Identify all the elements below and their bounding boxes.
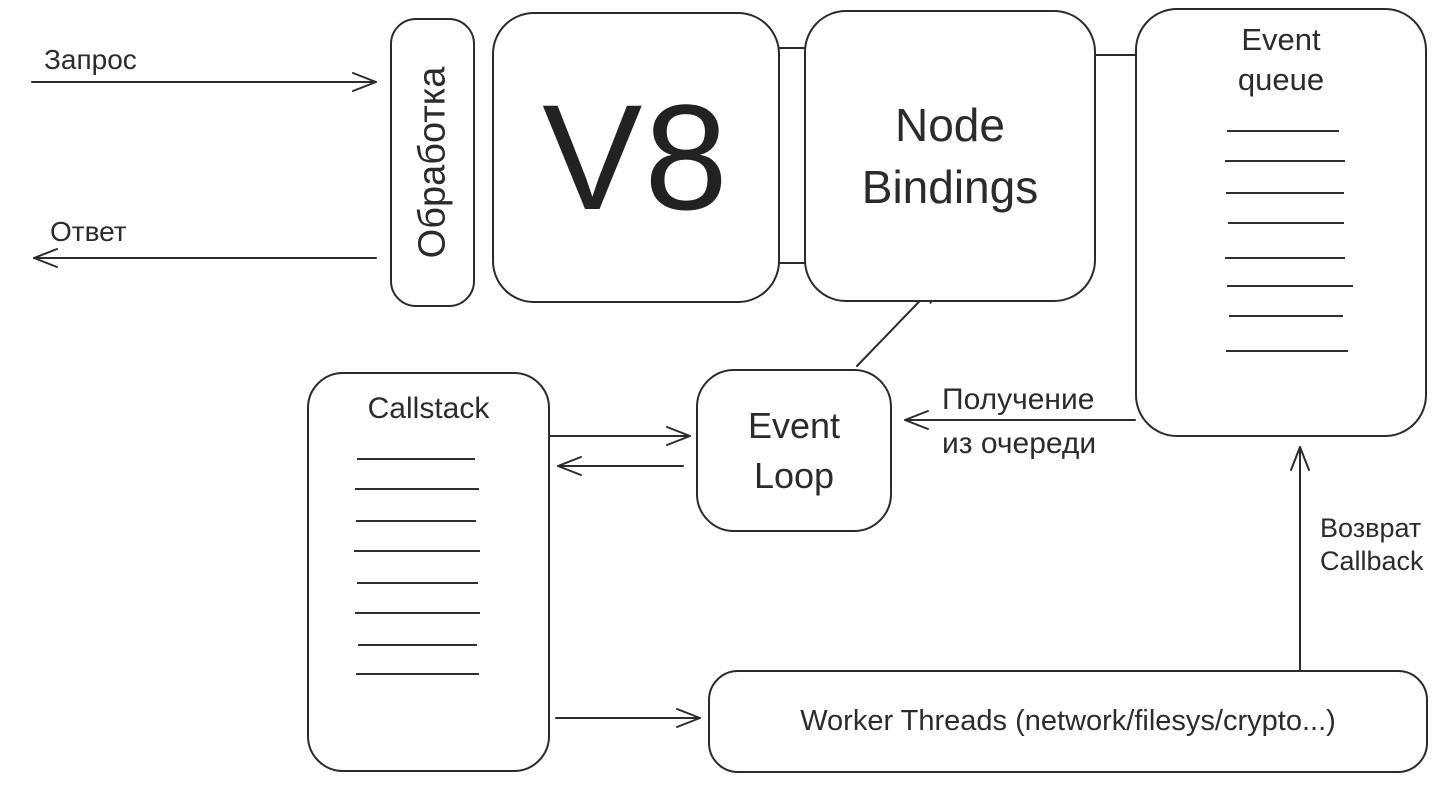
- callstack-label: Callstack: [367, 392, 490, 425]
- v8-node-label: V8: [542, 73, 730, 241]
- queue-item-line: [1226, 350, 1348, 352]
- processing-node: Обработка: [390, 18, 475, 307]
- node-bindings-label-line2: Bindings: [861, 161, 1039, 213]
- stack-item-line: [355, 612, 480, 614]
- event-queue-label-line1: Event: [1241, 22, 1321, 57]
- response-label: Ответ: [50, 216, 127, 247]
- v8-node: V8: [492, 12, 780, 303]
- stack-item-line: [354, 550, 480, 552]
- queue-item-line: [1227, 285, 1353, 287]
- event-loop-node: Event Loop: [696, 369, 892, 532]
- callstack-node: Callstack: [307, 372, 550, 772]
- queue-item-line: [1225, 160, 1345, 162]
- stack-item-line: [357, 458, 475, 460]
- queue-item-line: [1225, 257, 1345, 259]
- return-callback-label-line2: Callback: [1320, 546, 1424, 576]
- stack-item-line: [355, 488, 479, 490]
- return-callback-label-line1: Возврат: [1320, 513, 1422, 543]
- request-label: Запрос: [44, 44, 137, 75]
- stack-item-line: [356, 673, 479, 675]
- stack-item-line: [356, 520, 476, 522]
- fetch-from-queue-label: Получение из очереди: [942, 378, 1096, 466]
- processing-node-label: Обработка: [411, 66, 453, 259]
- event-queue-label-line2: queue: [1237, 62, 1325, 97]
- event-loop-label-line2: Loop: [753, 454, 835, 496]
- queue-item-line: [1226, 192, 1344, 194]
- node-bindings-node: Node Bindings: [804, 10, 1096, 302]
- stack-item-line: [358, 644, 477, 646]
- node-bindings-label-line1: Node: [895, 99, 1005, 151]
- queue-item-line: [1227, 130, 1339, 132]
- fetch-from-queue-label-line1: Получение: [942, 383, 1095, 416]
- worker-threads-label: Worker Threads (network/filesys/crypto..…: [800, 705, 1336, 737]
- worker-threads-node: Worker Threads (network/filesys/crypto..…: [708, 670, 1428, 773]
- event-queue-node: Event queue: [1135, 8, 1427, 437]
- event-loop-label-line1: Event: [747, 404, 841, 446]
- queue-item-line: [1229, 315, 1343, 317]
- queue-item-line: [1228, 222, 1344, 224]
- stack-item-line: [357, 582, 478, 584]
- fetch-from-queue-label-line2: из очереди: [942, 427, 1097, 460]
- return-callback-label: Возврат Callback: [1320, 512, 1424, 578]
